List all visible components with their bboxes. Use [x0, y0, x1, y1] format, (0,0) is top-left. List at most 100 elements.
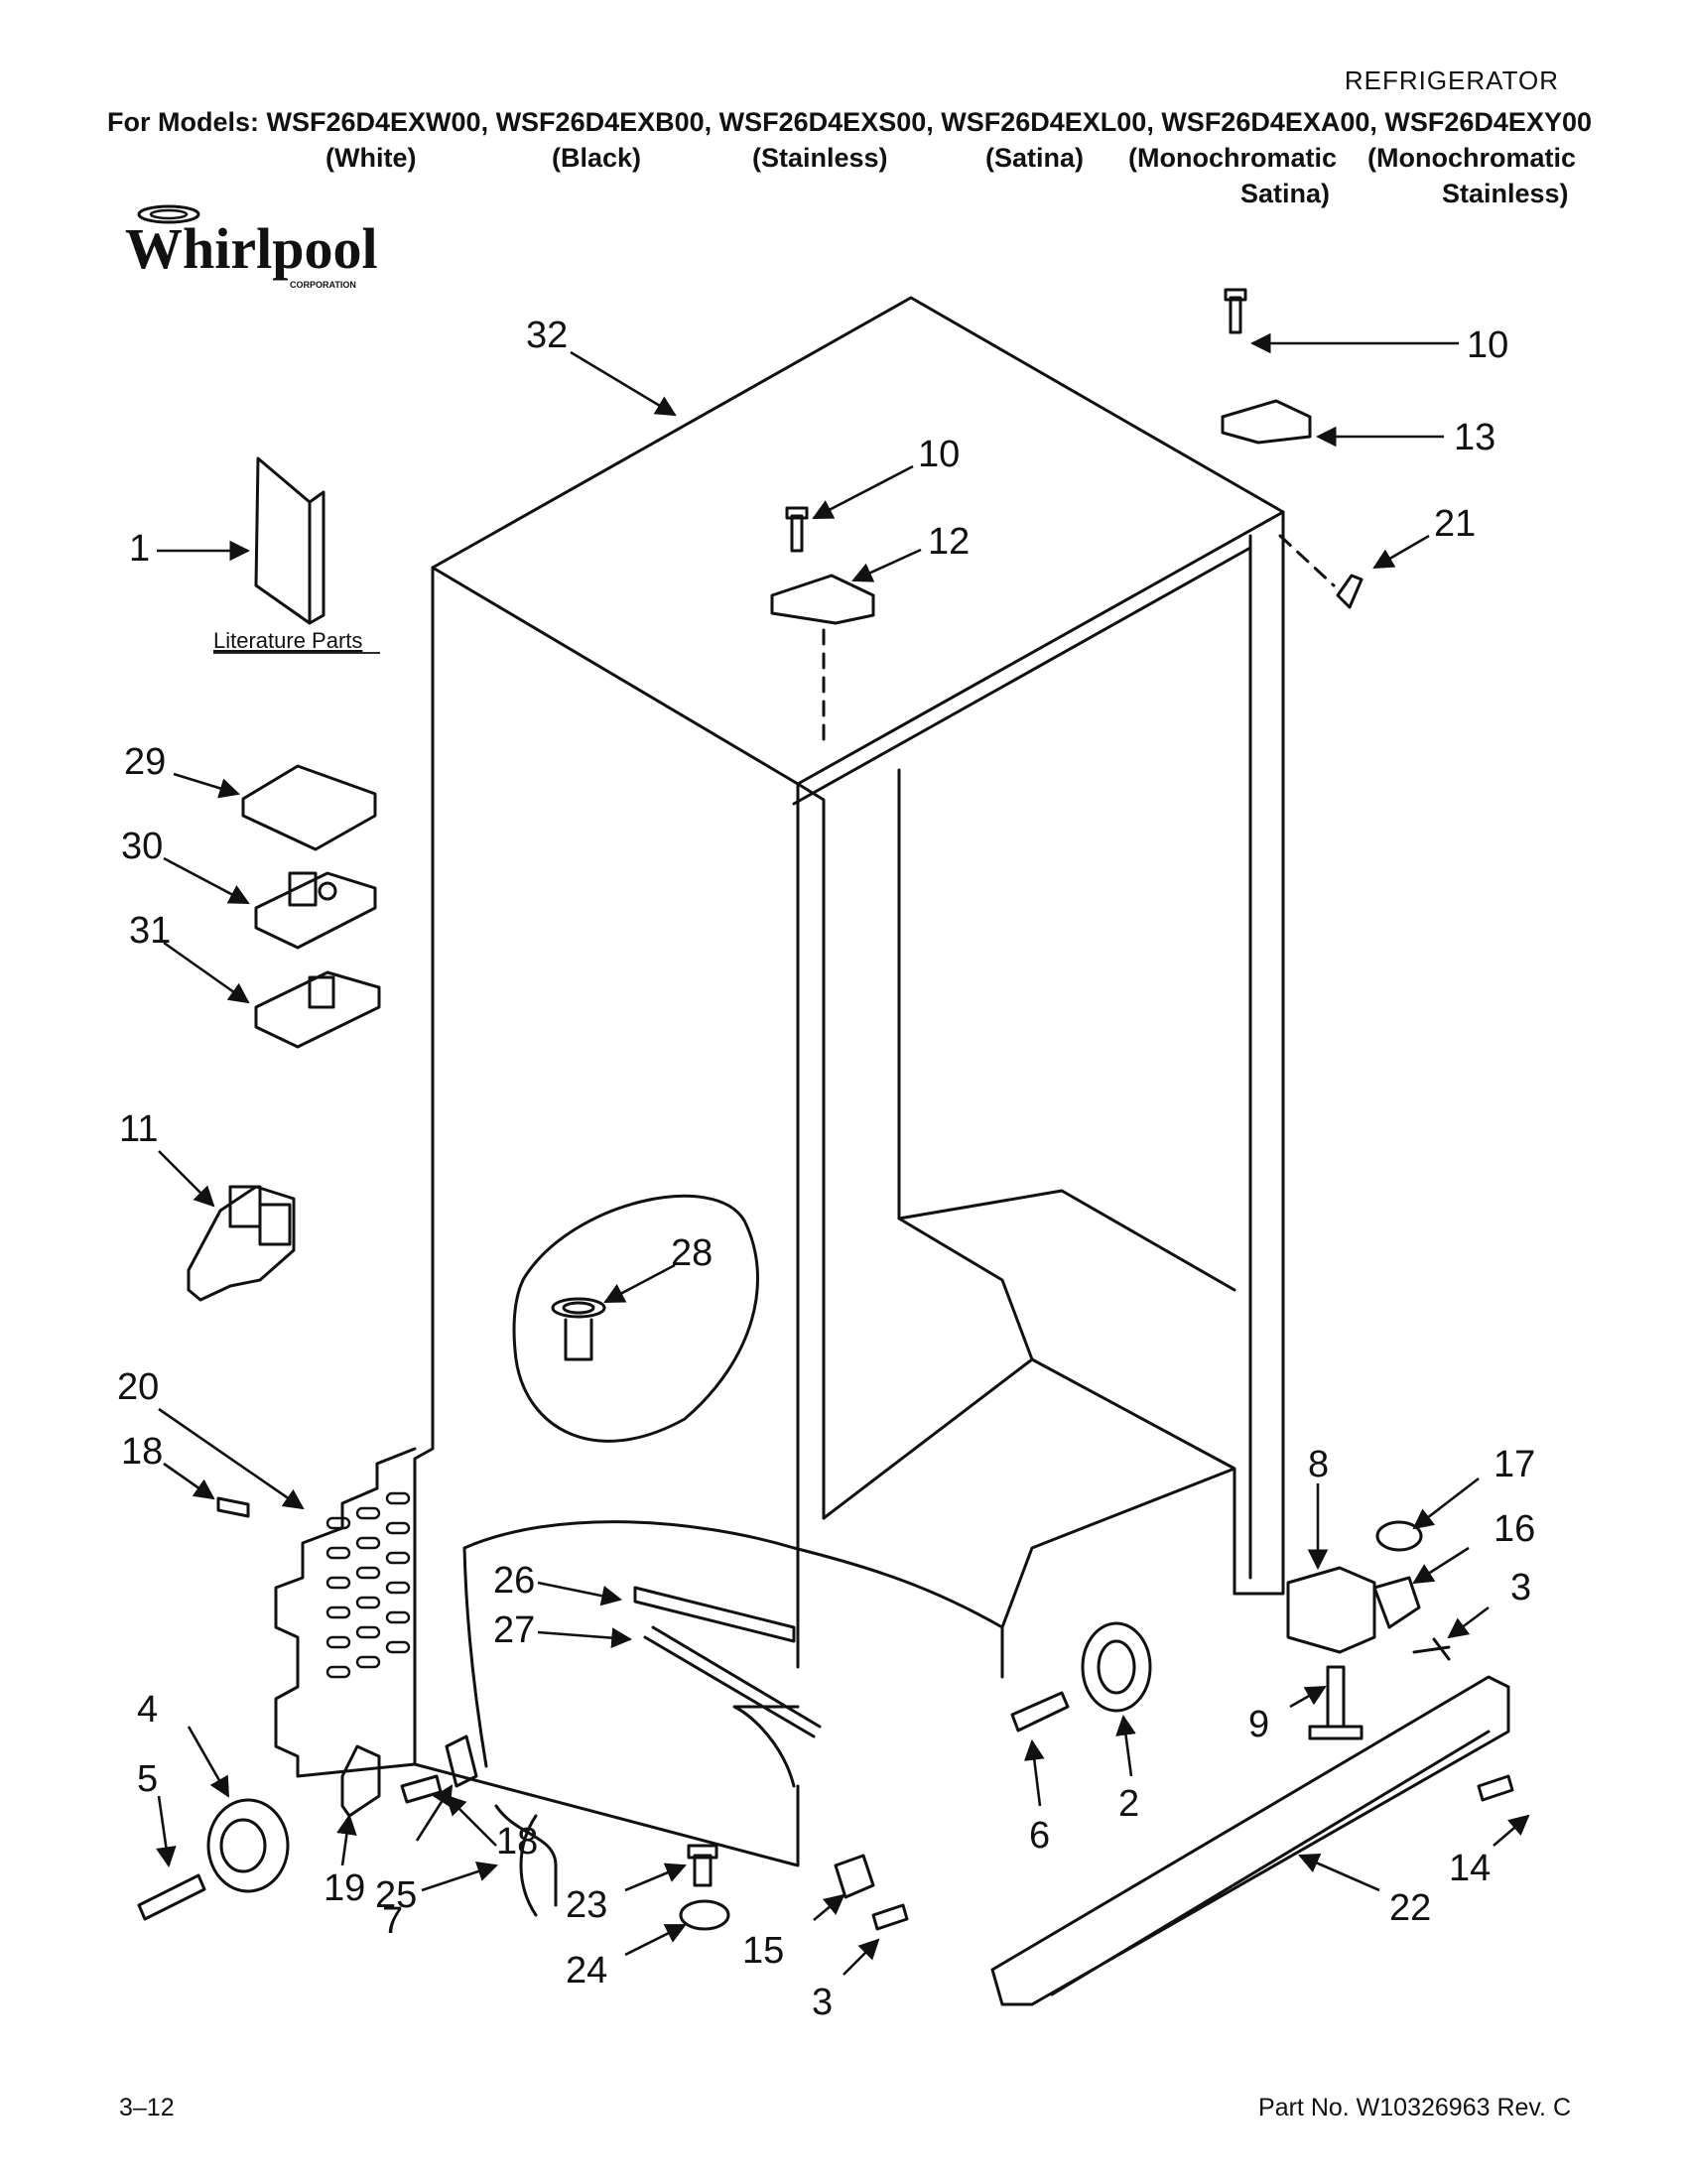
cam-24: [679, 1899, 730, 1931]
callout-32: 32: [526, 315, 568, 356]
callout-3-right: 3: [1510, 1567, 1531, 1608]
leader-9: [1289, 1685, 1327, 1709]
drain-hose: [494, 1804, 558, 1917]
screw-23: [687, 1844, 718, 1887]
screw-3-lower: [871, 1903, 909, 1931]
leader-21: [1372, 534, 1430, 570]
logo-brand: Whirlpool: [125, 216, 378, 281]
leveler-9: [1308, 1665, 1363, 1740]
color-monochromatic-2: (Monochromatic: [1367, 143, 1577, 173]
callout-26: 26: [493, 1560, 535, 1602]
callout-10-right: 10: [1467, 324, 1508, 366]
control-board-31: [254, 970, 381, 1049]
callout-6: 6: [1029, 1815, 1050, 1857]
leader-18-lower: [445, 1794, 497, 1847]
color-satina-2: Satina): [1240, 179, 1331, 208]
leader-5: [156, 1795, 177, 1868]
screw-18-lower: [400, 1774, 443, 1804]
callout-20: 20: [117, 1366, 159, 1408]
callout-28: 28: [671, 1232, 713, 1274]
callout-19: 19: [324, 1867, 365, 1909]
screw-10-b: [1224, 288, 1247, 334]
cam-17: [1375, 1520, 1423, 1552]
bracket-15: [834, 1854, 875, 1899]
leader-11: [158, 1150, 215, 1208]
callout-4: 4: [137, 1689, 158, 1731]
color-satina: (Satina): [985, 143, 1085, 173]
control-cover: [241, 764, 377, 851]
callout-31: 31: [129, 910, 171, 952]
water-valve: [187, 1185, 296, 1302]
callout-18-upper: 18: [121, 1431, 163, 1473]
clip-21: [1336, 574, 1363, 609]
axle-5: [137, 1873, 206, 1921]
bracket-19: [340, 1744, 381, 1818]
callout-29: 29: [124, 741, 166, 783]
leader-10-mid: [812, 464, 914, 520]
fitting-25: [445, 1734, 478, 1788]
base-grille: [990, 1675, 1510, 2006]
color-white: (White): [325, 143, 417, 173]
wheel-2: [1081, 1621, 1152, 1713]
wheel-4: [206, 1798, 290, 1893]
callout-22: 22: [1389, 1887, 1431, 1929]
hinge-12: [770, 574, 875, 625]
screw-18-upper: [216, 1496, 250, 1518]
literature-booklet: [254, 456, 325, 625]
vent-panel: [274, 1447, 417, 1778]
callout-2: 2: [1118, 1783, 1139, 1825]
callout-21: 21: [1434, 503, 1476, 545]
axle-6: [1010, 1691, 1070, 1733]
callout-23: 23: [566, 1884, 607, 1926]
models-line: For Models: WSF26D4EXW00, WSF26D4EXB00, …: [107, 107, 1592, 137]
leader-16: [1412, 1546, 1470, 1585]
bracket-8: [1286, 1566, 1376, 1654]
document-category: REFRIGERATOR: [1344, 65, 1559, 95]
callout-1: 1: [129, 528, 150, 570]
logo-sub: CORPORATION: [290, 280, 356, 290]
callout-13: 13: [1454, 417, 1495, 458]
tube-26: [633, 1586, 796, 1643]
callout-30: 30: [121, 826, 163, 867]
leader-18-upper: [163, 1462, 215, 1500]
leader-24: [624, 1923, 687, 1957]
leader-15: [813, 1893, 845, 1921]
leader-20: [158, 1407, 305, 1510]
tube-27: [643, 1625, 822, 1738]
cabinet-outline: [413, 296, 1285, 1867]
callout-10-mid: 10: [918, 434, 960, 475]
leader-28: [603, 1263, 676, 1304]
page-number: 3–12: [119, 2094, 175, 2121]
screw-10-a: [785, 506, 809, 553]
callout-11: 11: [119, 1108, 158, 1150]
callout-9: 9: [1248, 1704, 1269, 1745]
callout-5: 5: [137, 1758, 158, 1800]
callout-17: 17: [1493, 1444, 1535, 1485]
whirlpool-logo: Whirlpool CORPORATION: [125, 204, 378, 290]
color-stainless: (Stainless): [752, 143, 888, 173]
callout-7: 7: [382, 1900, 403, 1942]
leader-2: [1115, 1714, 1136, 1777]
control-board-30: [254, 871, 377, 950]
callout-3-lower: 3: [812, 1982, 833, 2023]
leader-22: [1298, 1853, 1380, 1892]
cam-16: [1372, 1576, 1421, 1629]
leader-3-lower: [843, 1938, 880, 1976]
part-number: Part No. W10326963 Rev. C: [1258, 2094, 1571, 2121]
callout-18-lower: 18: [496, 1821, 538, 1863]
leader-4: [187, 1726, 230, 1798]
leader-30: [163, 856, 250, 905]
color-stainless-2: Stainless): [1442, 179, 1569, 208]
callout-8: 8: [1308, 1444, 1329, 1485]
leader-26: [537, 1581, 623, 1606]
screw-3-right: [1412, 1637, 1451, 1661]
leader-31: [163, 941, 250, 1004]
callout-25: 25: [375, 1874, 417, 1916]
leader-25: [415, 1784, 454, 1842]
leader-6: [1023, 1738, 1045, 1807]
leader-12: [851, 548, 922, 582]
leader-29: [173, 772, 240, 799]
leader-7: [421, 1862, 498, 1892]
callout-16: 16: [1493, 1508, 1535, 1550]
